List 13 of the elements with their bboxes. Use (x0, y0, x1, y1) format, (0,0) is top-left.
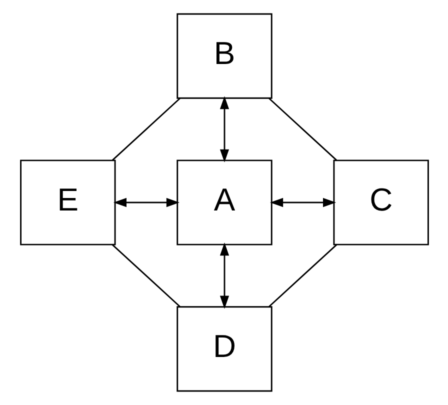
arrow (219, 96, 229, 162)
node-box: A (176, 160, 272, 246)
connector (268, 98, 336, 161)
connector (268, 244, 337, 308)
arrow (219, 242, 229, 309)
node-box: C (332, 160, 428, 246)
arrow (112, 198, 179, 208)
node-box: B (176, 13, 272, 99)
node-box: D (176, 306, 272, 392)
node-box: E (20, 160, 116, 246)
arrow (270, 198, 336, 208)
connector (112, 98, 180, 161)
connector (111, 244, 180, 308)
